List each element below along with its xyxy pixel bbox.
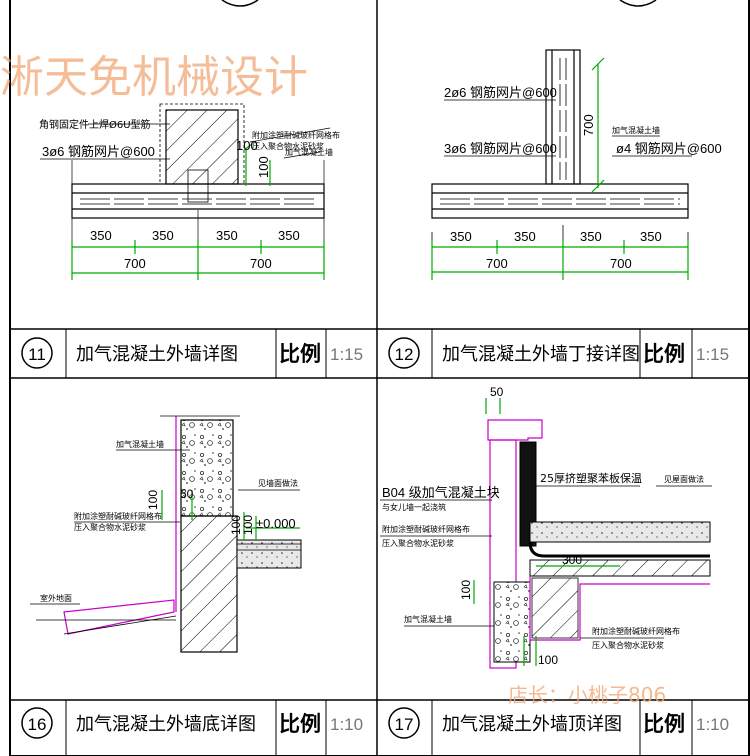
detail-12-number: 12 [395, 345, 414, 364]
detail-11-dim-350-3: 350 [216, 228, 238, 243]
detail-17-dim-50: 50 [490, 385, 504, 399]
detail-16-drawing [30, 415, 302, 653]
detail-16-note-wall: 加气混凝土墙 [116, 439, 164, 449]
detail-11-scale-label: 比例 [279, 342, 321, 366]
detail-17-scale: 1:10 [696, 715, 729, 734]
detail-11-number: 11 [28, 345, 46, 364]
detail-12-title: 加气混凝土外墙丁接详图 [442, 344, 640, 365]
detail-17-note-mesh: 附加涂塑耐碱玻纤网格布 [382, 524, 470, 534]
detail-12-scale-label: 比例 [643, 342, 685, 366]
detail-12-dim-700-1: 700 [486, 256, 508, 271]
detail-11-note-mesh: 附加涂塑耐碱玻纤网格布 [252, 130, 340, 140]
detail-12-dim-700-vertical: 700 [581, 114, 596, 136]
title-block-12 [377, 328, 749, 378]
detail-12-rebar-ties-label: ø4 钢筋网片@600 [616, 141, 722, 156]
detail-11-dim-100-a: 100 [236, 138, 258, 153]
detail-11-dim-350-2: 350 [152, 228, 174, 243]
detail-12-rebar-top-label: 2ø6 钢筋网片@600 [444, 85, 557, 100]
detail-16-scale-label: 比例 [279, 712, 321, 736]
detail-12-rebar-wall-label: 3ø6 钢筋网片@600 [444, 141, 557, 156]
detail-17-note-mortar-lower: 压入聚合物水泥砂浆 [592, 640, 664, 650]
detail-17-dim-300: 300 [562, 553, 582, 567]
detail-12-dim-350-4: 350 [640, 229, 662, 244]
detail-17-note-wall: 加气混凝土墙 [404, 614, 452, 624]
detail-17-dim-100-a: 100 [459, 580, 473, 600]
detail-17-note-pour: 与女儿墙一起浇筑 [382, 502, 446, 512]
detail-11-dim-700-1: 700 [124, 256, 146, 271]
detail-17-dim-100-b: 100 [538, 653, 558, 667]
detail-11-dim-100-b: 100 [256, 156, 271, 178]
detail-16-note-mortar: 压入聚合物水泥砂浆 [74, 522, 146, 532]
detail-11-dim-350-4: 350 [278, 228, 300, 243]
detail-12-scale: 1:15 [696, 345, 729, 364]
detail-17-drawing [380, 398, 712, 669]
detail-16-dim-50: 50 [180, 487, 194, 501]
watermark-top: 淅天免机械设计 [0, 52, 308, 103]
detail-16-dim-100-b: 100 [229, 515, 243, 535]
detail-16-dim-100-a: 100 [146, 490, 160, 510]
detail-17-scale-label: 比例 [643, 712, 685, 736]
detail-12-wall-label: 加气混凝土墙 [612, 125, 660, 135]
detail-12-dim-350-1: 350 [450, 229, 472, 244]
watermark-bottom: 店长：小桃子806 [508, 683, 666, 707]
detail-16-scale: 1:10 [330, 715, 363, 734]
detail-11-dim-350-1: 350 [90, 228, 112, 243]
detail-12-drawing [431, 49, 692, 280]
detail-12-dim-350-3: 350 [580, 229, 602, 244]
detail-11-note-mortar: 压入聚合物水泥砂浆 [252, 141, 324, 151]
detail-12-dim-350-2: 350 [514, 229, 536, 244]
detail-11-rebar-label: 3ø6 钢筋网片@600 [42, 144, 155, 159]
sheet-frame [9, 0, 750, 756]
detail-17-block-grade: B04 级加气混凝土块 [382, 485, 500, 500]
detail-17-note-mesh-lower: 附加涂塑耐碱玻纤网格布 [592, 626, 680, 636]
detail-16-elevation: ±0.000 [256, 516, 296, 531]
detail-11-note-anchor: 角钢固定件上焊Ø6U型筋 [39, 118, 151, 131]
detail-11-title: 加气混凝土外墙详图 [76, 344, 238, 365]
detail-17-number: 17 [395, 715, 414, 734]
detail-11-scale: 1:15 [330, 345, 363, 364]
detail-11-drawing [40, 103, 331, 280]
detail-11-dim-700-2: 700 [250, 256, 272, 271]
detail-16-note-mesh: 附加涂塑耐碱玻纤网格布 [74, 511, 162, 521]
title-block-11 [10, 328, 377, 378]
detail-17-note-mortar: 压入聚合物水泥砂浆 [382, 538, 454, 548]
title-block-17 [377, 699, 749, 756]
detail-16-note-ground: 室外地面 [40, 593, 72, 603]
detail-17-title: 加气混凝土外墙顶详图 [442, 714, 622, 735]
detail-16-number: 16 [28, 715, 47, 734]
detail-12-dim-700-2: 700 [610, 256, 632, 271]
detail-16-note-finish: 见墙面做法 [258, 478, 298, 488]
title-block-16 [10, 699, 377, 756]
detail-16-title: 加气混凝土外墙底详图 [76, 714, 256, 735]
detail-17-note-roof: 见屋面做法 [664, 474, 704, 484]
detail-16-dim-100-c: 100 [241, 515, 255, 535]
detail-11-note-wall: 加气混凝土墙 [285, 147, 333, 157]
detail-17-note-insulation: 25厚挤塑聚苯板保温 [540, 471, 642, 485]
